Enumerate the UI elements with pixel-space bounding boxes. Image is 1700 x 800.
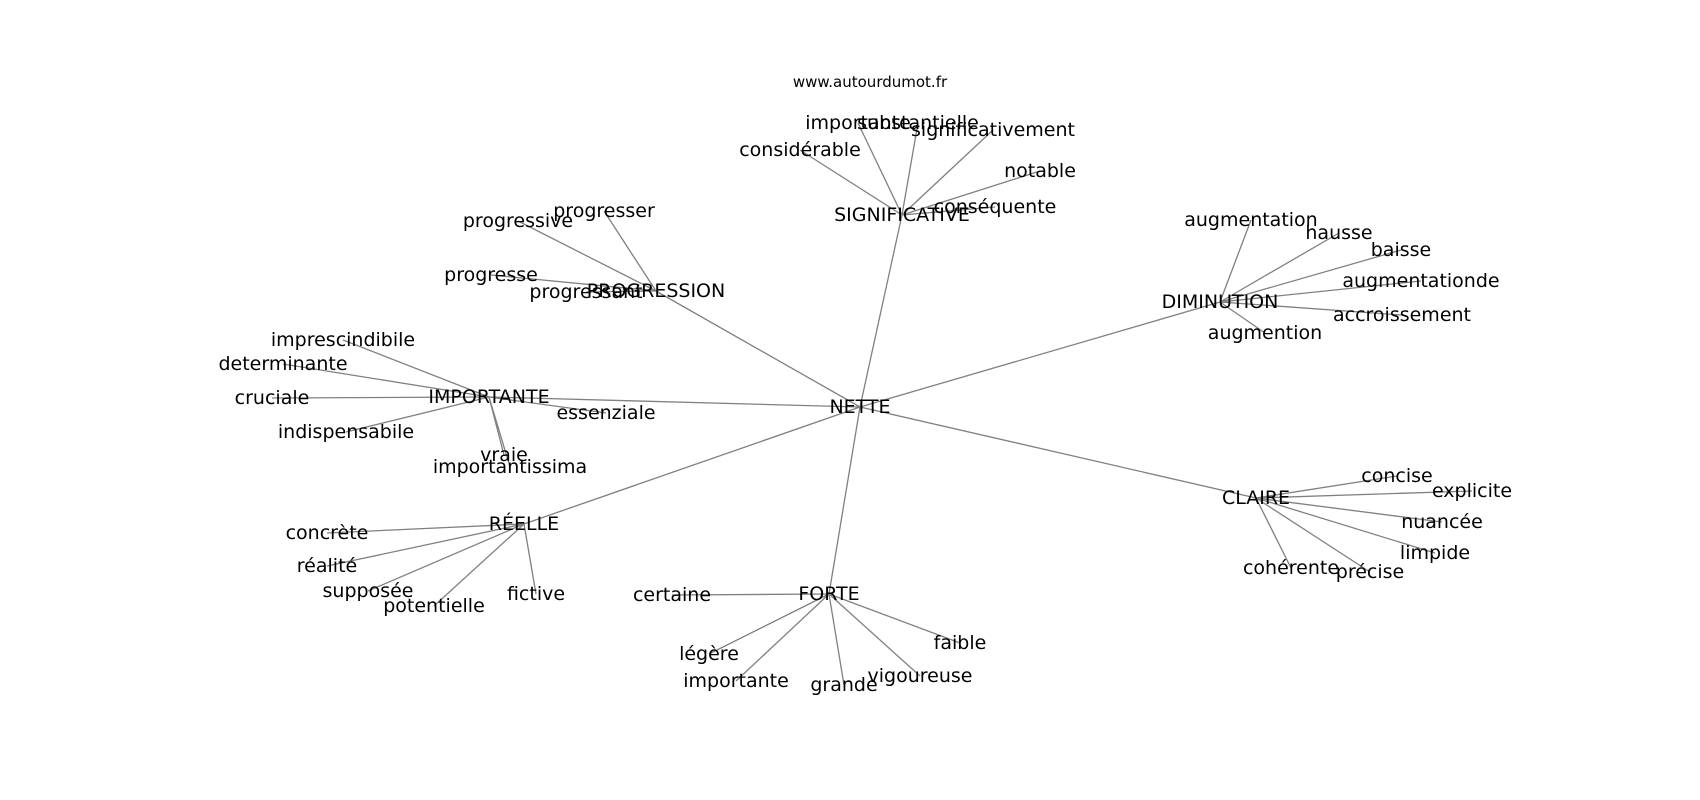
hub-node-importante: IMPORTANTE — [428, 386, 549, 408]
edge-center-diminution — [859, 301, 1221, 408]
leaf-node-significative-consequente: conséquente — [934, 196, 1057, 218]
edge-forte-faible — [828, 593, 961, 644]
leaf-node-significative-notable: notable — [1004, 160, 1076, 182]
leaf-node-reelle-supposee: supposée — [323, 580, 414, 602]
center-node-nette: NETTE — [829, 396, 890, 418]
leaf-node-progression-progresse: progresse — [444, 264, 538, 286]
leaf-node-importante-imprescindibile: imprescindibile — [271, 329, 415, 351]
edge-forte-certaine — [671, 593, 830, 596]
edge-diminution-hausse — [1219, 232, 1340, 303]
leaf-node-significative-significativement: significativement — [911, 119, 1075, 141]
edge-significative-substantielle — [901, 122, 919, 216]
edges — [271, 122, 1473, 686]
leaf-node-significative-considerable: considérable — [739, 139, 861, 161]
leaf-node-diminution-augmentation: augmentation — [1184, 209, 1317, 231]
hub-node-significative: SIGNIFICATIVE — [834, 204, 970, 226]
leaf-node-forte-certaine: certaine — [633, 584, 711, 606]
edge-progression-progresse — [490, 274, 657, 292]
edge-progression-progresser — [603, 210, 657, 292]
leaf-node-claire-explicite: explicite — [1432, 480, 1512, 502]
leaf-node-significative-importante: importante — [805, 112, 911, 134]
leaf-node-forte-grande: grande — [810, 674, 877, 696]
leaf-node-importante-importantissima: importantissima — [433, 456, 587, 478]
leaf-node-importante-essenziale: essenziale — [556, 402, 655, 424]
leaf-node-claire-limpide: limpide — [1400, 542, 1470, 564]
hub-node-diminution: DIMINUTION — [1162, 291, 1279, 313]
leaf-node-progression-progresser: progresser — [553, 200, 655, 222]
edge-center-reelle — [523, 406, 861, 525]
labels: www.autourdumot.fr importantesubstantiel… — [218, 73, 1512, 696]
edge-center-claire — [859, 406, 1257, 499]
leaf-node-progression-progressive: progressive — [463, 210, 573, 232]
leaf-node-reelle-potentielle: potentielle — [383, 595, 485, 617]
edge-center-forte — [828, 406, 861, 595]
edge-claire-explicite — [1255, 490, 1473, 499]
edge-claire-limpide — [1255, 497, 1436, 554]
leaf-node-claire-nuancee: nuancée — [1401, 511, 1483, 533]
edge-center-importante — [488, 396, 861, 408]
edge-reelle-realite — [326, 523, 525, 567]
edge-forte-legere — [708, 593, 830, 655]
edge-reelle-supposee — [367, 523, 525, 592]
leaf-node-claire-coherente: cohérente — [1243, 557, 1339, 579]
edge-center-significative — [859, 214, 903, 408]
edge-claire-precise — [1255, 497, 1371, 573]
edge-diminution-augmentation — [1219, 219, 1252, 303]
edge-claire-concise — [1255, 475, 1398, 499]
leaf-node-importante-vraie: vraie — [480, 444, 528, 466]
leaf-node-diminution-baisse: baisse — [1371, 239, 1431, 261]
edge-significative-importante — [857, 122, 903, 216]
edge-diminution-augmentationde — [1219, 280, 1422, 303]
leaf-node-reelle-realite: réalité — [297, 555, 357, 577]
edge-claire-coherente — [1255, 497, 1292, 569]
leaf-node-diminution-accroissement: accroissement — [1333, 304, 1471, 326]
edge-reelle-potentielle — [433, 523, 525, 607]
edge-diminution-baisse — [1219, 249, 1402, 303]
leaf-node-diminution-hausse: hausse — [1305, 222, 1372, 244]
edge-progression-progressant — [585, 290, 657, 293]
edge-center-progression — [655, 290, 861, 408]
leaf-node-diminution-augmentationde: augmentationde — [1342, 270, 1499, 292]
leaf-node-reelle-concrete: concrète — [286, 522, 369, 544]
edge-importante-essenziale — [488, 396, 607, 414]
hub-node-forte: FORTE — [798, 583, 859, 605]
edge-reelle-concrete — [326, 523, 525, 534]
edge-progression-progressive — [517, 220, 657, 292]
edge-significative-significativement — [901, 129, 994, 216]
leaf-node-importante-determinante: determinante — [218, 353, 347, 375]
source-watermark: www.autourdumot.fr — [793, 73, 948, 91]
edge-importante-imprescindibile — [342, 339, 490, 398]
edge-forte-grande — [828, 593, 845, 686]
edge-diminution-accroissement — [1219, 301, 1403, 316]
leaf-node-claire-concise: concise — [1361, 465, 1432, 487]
leaf-node-claire-precise: précise — [1336, 561, 1404, 583]
leaf-node-significative-substantielle: substantielle — [857, 112, 979, 134]
leaf-node-forte-faible: faible — [934, 632, 987, 654]
leaf-node-forte-vigoureuse: vigoureuse — [868, 665, 973, 687]
leaf-node-importante-indispensabile: indispensabile — [278, 421, 414, 443]
leaf-node-reelle-fictive: fictive — [507, 583, 565, 605]
edge-significative-consequente — [901, 206, 996, 216]
leaf-node-forte-importante: importante — [683, 670, 789, 692]
edge-forte-vigoureuse — [828, 593, 921, 677]
edge-reelle-fictive — [523, 523, 537, 595]
edge-forte-importante — [735, 593, 830, 682]
edge-importante-cruciale — [271, 396, 490, 399]
hub-node-reelle: RÉELLE — [489, 512, 559, 535]
edge-significative-notable — [901, 170, 1041, 216]
hub-node-progression: PROGRESSION — [587, 280, 725, 302]
edge-importante-indispensabile — [345, 396, 490, 433]
leaf-node-forte-legere: légère — [679, 643, 739, 665]
edge-diminution-augmention — [1219, 301, 1266, 334]
leaf-node-diminution-augmention: augmention — [1208, 322, 1322, 344]
edge-claire-nuancee — [1255, 497, 1443, 523]
leaf-node-progression-progressant: progressant — [529, 281, 642, 303]
hub-node-claire: CLAIRE — [1222, 487, 1290, 509]
leaf-node-importante-cruciale: cruciale — [235, 387, 310, 409]
edge-significative-considerable — [799, 149, 903, 216]
edge-importante-determinante — [282, 363, 490, 398]
edge-importante-importantissima — [488, 396, 511, 468]
